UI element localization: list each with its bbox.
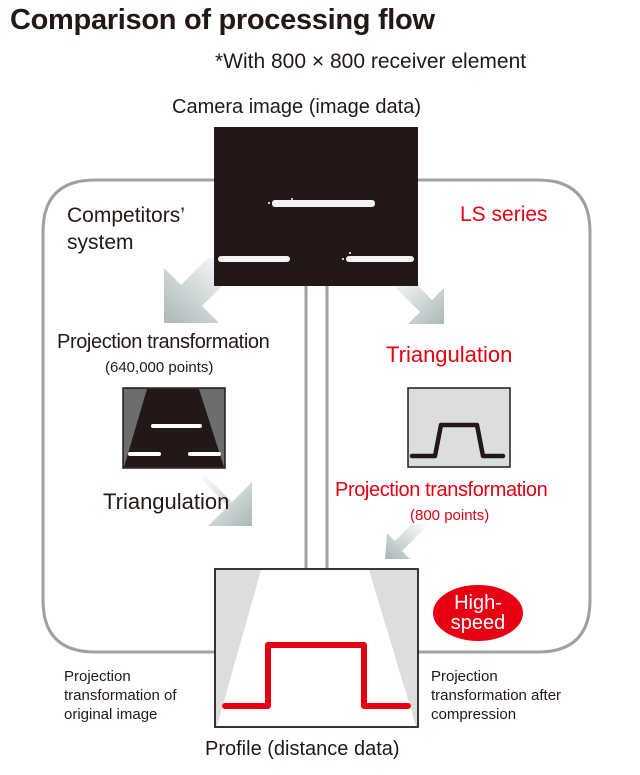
profile-thumbnail [407,387,511,468]
ls-step2-sub: (800 points) [410,507,490,524]
projected-image-thumbnail [122,387,226,469]
ls-note-line1: Projection [431,668,498,685]
profile-line [222,642,411,709]
profile-label: Profile (distance data) [205,738,400,760]
arrow-down-right-icon [200,474,252,526]
ls-series-frame [418,178,592,654]
competitors-step2-label: Triangulation [103,489,230,514]
ls-note-line2: transformation after [431,687,562,704]
competitors-step1-label: Projection transformation [57,331,270,353]
competitors-note-line1: Projection [64,668,131,685]
ls-note: Projection transformation after compress… [431,667,561,724]
page-title: Comparison of processing flow [10,4,435,36]
subtitle-note: *With 800 × 800 receiver element [215,50,527,73]
badge-line2: speed [450,612,506,634]
competitors-heading: Competitors’ system [67,202,185,256]
high-speed-badge: High- speed [433,585,523,641]
camera-image [214,127,418,286]
ls-note-line3: compression [431,706,517,723]
ls-step1-label: Triangulation [386,342,513,367]
competitors-note-line2: transformation of [64,687,177,704]
badge-line1: High- [454,592,502,614]
profile-output-box [214,568,419,728]
arrow-down-left-icon [385,524,430,559]
ls-step2-label: Projection transformation [335,479,548,501]
camera-image-label: Camera image (image data) [172,96,421,118]
competitors-note-line3: original image [64,706,158,723]
competitors-heading-line1: Competitors’ [67,204,185,227]
ls-series-heading: LS series [460,203,548,226]
competitors-frame [41,178,215,654]
competitors-note: Projection transformation of original im… [64,667,177,724]
competitors-heading-line2: system [67,231,134,254]
competitors-step1-sub: (640,000 points) [105,359,214,376]
